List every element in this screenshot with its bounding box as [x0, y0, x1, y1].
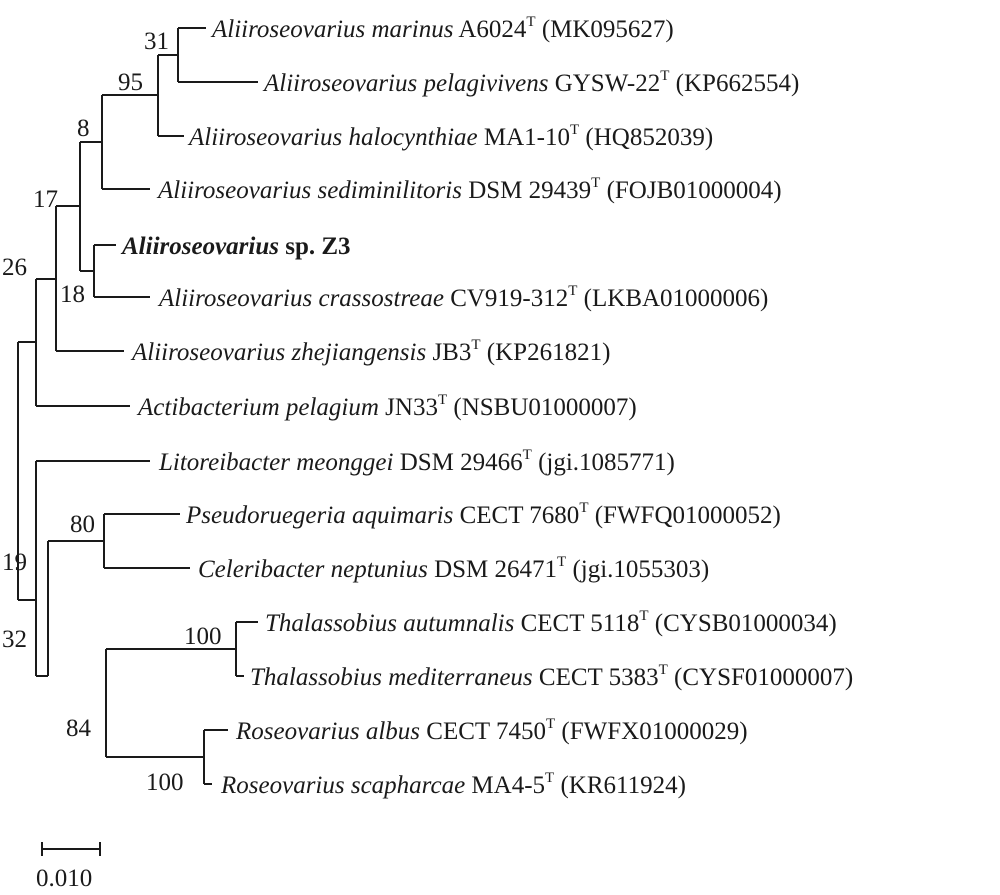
bootstrap-value: 100	[146, 769, 184, 796]
type-strain-mark: T	[591, 175, 600, 191]
taxon-species: Celeribacter neptunius	[198, 556, 428, 583]
type-strain-mark: T	[471, 337, 480, 353]
scale-bar: 0.010	[36, 842, 101, 892]
taxon-accession: (FWFQ01000052)	[588, 502, 780, 529]
taxon-accession: (NSBU01000007)	[447, 394, 637, 421]
taxon-accession: (MK095627)	[536, 16, 674, 43]
bootstrap-value: 8	[77, 115, 90, 142]
taxon-strain: A6024	[453, 16, 526, 43]
tree-branches	[17, 27, 258, 785]
taxon-accession: (KP662554)	[669, 70, 799, 97]
taxon-label: Aliiroseovarius zhejiangensis JB3T (KP26…	[130, 337, 610, 366]
type-strain-mark: T	[546, 716, 555, 732]
taxon-strain: MA4-5	[465, 772, 545, 799]
taxon-accession: (jgi.1085771)	[532, 449, 675, 476]
taxon-accession: (LKBA01000006)	[577, 285, 768, 312]
taxon-strain: DSM 29439	[462, 177, 591, 204]
taxon-species: Aliiroseovarius	[120, 233, 279, 260]
taxon-label: Celeribacter neptunius DSM 26471T (jgi.1…	[198, 554, 709, 583]
taxon-strain: CECT 5383	[533, 664, 659, 691]
taxon-label: Actibacterium pelagium JN33T (NSBU010000…	[136, 392, 637, 421]
taxon-strain: DSM 26471	[428, 556, 557, 583]
type-strain-mark: T	[557, 554, 566, 570]
taxon-label: Roseovarius scapharcae MA4-5T (KR611924)	[220, 770, 686, 799]
taxon-species: Pseudoruegeria aquimaris	[185, 502, 453, 529]
taxon-species: Roseovarius albus	[235, 718, 420, 745]
taxon-accession: (KP261821)	[481, 339, 611, 366]
type-strain-mark: T	[545, 770, 554, 786]
scale-bar-label: 0.010	[36, 865, 92, 892]
taxon-species: Roseovarius scapharcae	[220, 772, 465, 799]
type-strain-mark: T	[579, 500, 588, 516]
taxon-label: Aliiroseovarius sediminilitoris DSM 2943…	[156, 175, 782, 204]
taxon-species: Aliiroseovarius pelagivivens	[262, 70, 548, 97]
taxon-strain: JN33	[379, 394, 438, 421]
taxon-label: Aliiroseovarius pelagivivens GYSW-22T (K…	[262, 68, 799, 97]
bootstrap-value: 84	[66, 715, 92, 742]
taxon-strain: sp. Z3	[279, 233, 351, 260]
taxon-label: Aliiroseovarius crassostreae CV919-312T …	[157, 283, 768, 312]
type-strain-mark: T	[659, 662, 668, 678]
taxon-label: Litoreibacter meonggei DSM 29466T (jgi.1…	[158, 447, 675, 476]
taxon-species: Aliiroseovarius sediminilitoris	[156, 177, 462, 204]
type-strain-mark: T	[438, 392, 447, 408]
taxon-accession: (HQ852039)	[579, 124, 713, 151]
taxon-accession: (jgi.1055303)	[566, 556, 709, 583]
taxon-label: Aliiroseovarius halocynthiae MA1-10T (HQ…	[187, 122, 713, 151]
type-strain-mark: T	[570, 122, 579, 138]
taxon-species: Litoreibacter meonggei	[158, 449, 394, 476]
taxon-accession: (FWFX01000029)	[555, 718, 747, 745]
taxon-strain: DSM 29466	[393, 449, 522, 476]
bootstrap-value: 95	[118, 69, 143, 96]
bootstrap-value: 19	[2, 549, 27, 576]
taxon-species: Thalassobius autumnalis	[265, 610, 514, 637]
bootstrap-value: 80	[70, 511, 95, 538]
taxon-label: Aliiroseovarius sp. Z3	[120, 233, 351, 260]
type-strain-mark: T	[523, 447, 532, 463]
taxon-species: Actibacterium pelagium	[136, 394, 379, 421]
bootstrap-value: 26	[2, 254, 27, 281]
type-strain-mark: T	[639, 608, 648, 624]
bootstrap-value: 100	[184, 623, 222, 650]
type-strain-mark: T	[660, 68, 669, 84]
bootstrap-value: 18	[60, 281, 85, 308]
type-strain-mark: T	[568, 283, 577, 299]
taxon-label: Roseovarius albus CECT 7450T (FWFX010000…	[235, 716, 748, 745]
bootstrap-value: 31	[144, 28, 169, 55]
bootstrap-value: 17	[33, 186, 58, 213]
taxon-accession: (CYSF01000007)	[668, 664, 853, 691]
taxon-strain: CECT 7680	[453, 502, 579, 529]
taxon-label: Pseudoruegeria aquimaris CECT 7680T (FWF…	[185, 500, 781, 529]
taxon-accession: (FOJB01000004)	[600, 177, 781, 204]
taxon-strain: JB3	[426, 339, 471, 366]
taxon-species: Aliiroseovarius halocynthiae	[187, 124, 478, 151]
taxon-strain: CECT 7450	[420, 718, 546, 745]
bootstrap-value: 32	[2, 626, 27, 653]
taxon-accession: (CYSB01000034)	[649, 610, 837, 637]
taxon-label: Thalassobius mediterraneus CECT 5383T (C…	[250, 662, 853, 691]
taxon-species: Aliiroseovarius zhejiangensis	[130, 339, 426, 366]
taxon-species: Thalassobius mediterraneus	[250, 664, 533, 691]
taxon-strain: CECT 5118	[514, 610, 639, 637]
taxon-label: Aliiroseovarius marinus A6024T (MK095627…	[210, 14, 674, 43]
taxon-accession: (KR611924)	[554, 772, 686, 799]
taxon-strain: GYSW-22	[548, 70, 660, 97]
taxon-label: Thalassobius autumnalis CECT 5118T (CYSB…	[265, 608, 837, 637]
taxon-strain: CV919-312	[444, 285, 568, 312]
type-strain-mark: T	[526, 14, 535, 30]
taxon-species: Aliiroseovarius crassostreae	[157, 285, 444, 312]
taxon-labels: Aliiroseovarius marinus A6024T (MK095627…	[120, 14, 853, 799]
taxon-species: Aliiroseovarius marinus	[210, 16, 453, 43]
taxon-strain: MA1-10	[478, 124, 570, 151]
